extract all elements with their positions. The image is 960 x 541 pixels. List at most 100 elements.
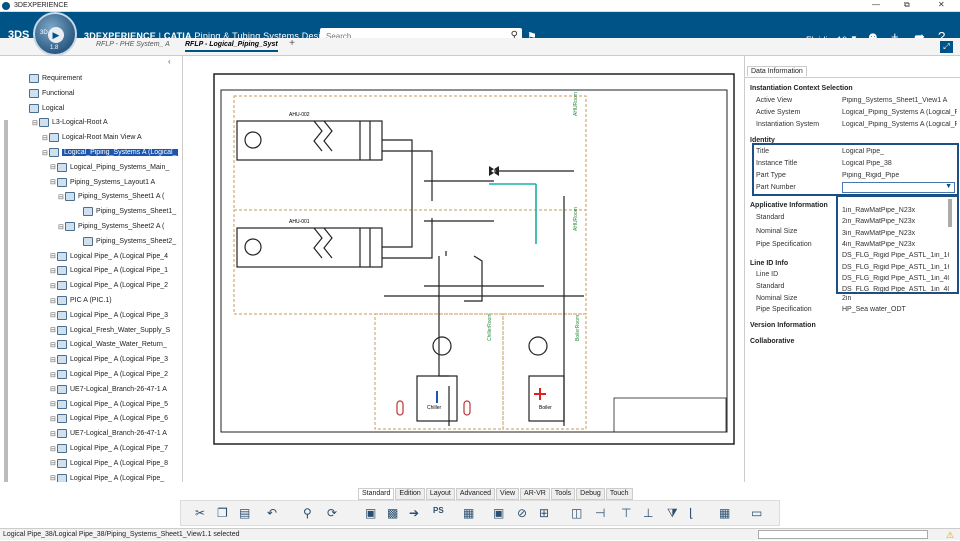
- expand-toggle-icon[interactable]: ⊟: [32, 119, 38, 127]
- expand-toggle-icon[interactable]: ⊟: [50, 327, 56, 335]
- grid-icon[interactable]: ▦: [463, 506, 475, 520]
- tab-phe-system[interactable]: RFLP - PHE System_ A: [96, 41, 170, 48]
- matrix-icon[interactable]: ▦: [719, 506, 731, 520]
- minimize-button[interactable]: —: [872, 0, 880, 9]
- section-identity[interactable]: Identity: [750, 137, 775, 144]
- undo-icon[interactable]: ↶: [267, 506, 278, 520]
- chevron-down-icon[interactable]: ▼: [945, 183, 952, 190]
- new-tab-button[interactable]: +: [289, 38, 295, 49]
- ps-icon[interactable]: PS: [433, 506, 444, 515]
- section-tab[interactable]: Advanced: [455, 488, 495, 500]
- expand-toggle-icon[interactable]: ⊟: [50, 179, 56, 187]
- tree-node[interactable]: Logical: [22, 102, 64, 115]
- section-applicative[interactable]: Applicative Information: [750, 202, 828, 209]
- expand-icon[interactable]: ⤢: [940, 41, 953, 53]
- restore-button[interactable]: ⧉: [904, 0, 910, 9]
- compass-widget[interactable]: 3D ▶ 1.8: [33, 12, 77, 56]
- expand-toggle-icon[interactable]: ⊟: [50, 341, 56, 349]
- tree-node[interactable]: Requirement: [22, 72, 82, 85]
- section-version[interactable]: Version Information: [750, 322, 816, 329]
- section-instantiation[interactable]: Instantiation Context Selection: [750, 85, 853, 92]
- expand-toggle-icon[interactable]: ⊟: [50, 282, 56, 290]
- expand-toggle-icon[interactable]: ⊟: [50, 445, 56, 453]
- options-scrollbar[interactable]: [948, 199, 952, 227]
- bend-icon[interactable]: ⌊: [689, 506, 694, 520]
- tree-node[interactable]: ⊟Logical Pipe_ A (Logical Pipe_5: [50, 398, 168, 411]
- package-icon[interactable]: ▭: [751, 506, 763, 520]
- tree-node[interactable]: ⊟Logical Pipe_ A (Logical Pipe_2: [50, 279, 168, 292]
- expand-toggle-icon[interactable]: ⊟: [50, 460, 56, 468]
- expand-toggle-icon[interactable]: ⊟: [58, 223, 64, 231]
- tree-node[interactable]: ⊟Logical Pipe_ A (Logical Pipe_: [50, 472, 164, 482]
- tree-node[interactable]: Functional: [22, 87, 74, 100]
- refresh-icon[interactable]: ⟳: [327, 506, 338, 520]
- add-icon[interactable]: +: [891, 29, 899, 44]
- expand-toggle-icon[interactable]: ⊟: [50, 267, 56, 275]
- expand-toggle-icon[interactable]: ⊟: [58, 193, 64, 201]
- section-tab[interactable]: Debug: [576, 488, 605, 500]
- dropdown-option[interactable]: 3in_RawMatPipe_N23x: [842, 229, 916, 237]
- section-tab[interactable]: Touch: [605, 488, 633, 500]
- drawing-canvas[interactable]: AHU-002 AHU-001 AHURoom AHURoom ChillerR…: [184, 56, 743, 482]
- tree-node[interactable]: ⊟Piping_Systems_Sheet1 A (: [58, 190, 164, 203]
- section-tab[interactable]: AR-VR: [520, 488, 550, 500]
- tree-node[interactable]: ⊟Logical Pipe_ A (Logical Pipe_3: [50, 309, 168, 322]
- tree-node[interactable]: ⊟Logical Pipe_ A (Logical Pipe_7: [50, 442, 168, 455]
- tree-node[interactable]: ⊟Logical_Piping_Systems_Main_: [50, 161, 169, 174]
- instance-title-value[interactable]: Logical Pipe_38: [842, 160, 892, 167]
- move-icon[interactable]: ▩: [387, 506, 399, 520]
- tree-scrollbar[interactable]: [4, 120, 8, 482]
- insert-icon[interactable]: ▣: [365, 506, 377, 520]
- tree-node[interactable]: ⊟Logical_Fresh_Water_Supply_S: [50, 324, 170, 337]
- expand-toggle-icon[interactable]: ⊟: [50, 312, 56, 320]
- search-icon[interactable]: ⚲: [510, 30, 518, 41]
- expand-toggle-icon[interactable]: ⊟: [42, 134, 48, 142]
- paste-icon[interactable]: ▤: [239, 506, 251, 520]
- zoom-icon[interactable]: ⚲: [303, 506, 312, 520]
- expand-toggle-icon[interactable]: ⊟: [42, 149, 48, 157]
- tree-collapse-arrow[interactable]: ‹: [168, 57, 171, 66]
- expand-toggle-icon[interactable]: ⊟: [50, 371, 56, 379]
- branch-icon[interactable]: ⊞: [539, 506, 550, 520]
- tree-node[interactable]: ⊟Piping_Systems_Layout1 A: [50, 176, 155, 189]
- dropdown-option[interactable]: DS_FLG_Rigid Pipe_ASTL_1in_40_4...: [842, 274, 949, 282]
- panel-tab-data-information[interactable]: Data Information: [747, 66, 807, 76]
- section-tab[interactable]: Layout: [425, 488, 455, 500]
- table-icon[interactable]: ▣: [493, 506, 505, 520]
- dropdown-option[interactable]: 2in_RawMatPipe_N23x: [842, 218, 916, 226]
- tree-node[interactable]: ⊟Logical_Waste_Water_Return_: [50, 338, 167, 351]
- tree-node[interactable]: ⊟L3-Logical-Root A: [32, 116, 108, 129]
- command-input[interactable]: [758, 530, 928, 539]
- dropdown-option[interactable]: DS_FLG_Rigid Pipe_ASTL_1in_160_...: [842, 252, 949, 260]
- copy-icon[interactable]: ❐: [217, 506, 228, 520]
- section-tab[interactable]: Edition: [395, 488, 425, 500]
- section-tab[interactable]: View: [496, 488, 520, 500]
- warning-icon[interactable]: ⚠: [946, 530, 955, 540]
- dropdown-option[interactable]: DS_FLG_Rigid Pipe_ASTL_1in_160_...: [842, 263, 949, 271]
- part-number-dropdown[interactable]: ▼: [842, 182, 955, 193]
- tree-node[interactable]: ⊟Logical Pipe_ A (Logical Pipe_3: [50, 353, 168, 366]
- close-button[interactable]: ✕: [938, 0, 945, 9]
- dropdown-option[interactable]: 4in_RawMatPipe_N23x: [842, 240, 916, 248]
- connect-icon[interactable]: ⊣: [595, 506, 606, 520]
- expand-toggle-icon[interactable]: ⊟: [50, 297, 56, 305]
- expand-toggle-icon[interactable]: ⊟: [50, 164, 56, 172]
- section-line-id[interactable]: Line ID Info: [750, 260, 789, 267]
- expand-toggle-icon[interactable]: ⊟: [50, 475, 56, 482]
- tree-node[interactable]: ⊟Logical Pipe_ A (Logical Pipe_4: [50, 250, 168, 263]
- tree-node[interactable]: Piping_Systems_Sheet1_: [76, 205, 176, 218]
- section-collaborative[interactable]: Collaborative: [750, 338, 795, 345]
- help-icon[interactable]: ?: [938, 29, 946, 44]
- section-tab[interactable]: Tools: [550, 488, 576, 500]
- tree-node[interactable]: ⊟Logical Pipe_ A (Logical Pipe_8: [50, 457, 168, 470]
- pipe-icon[interactable]: ⊘: [517, 506, 528, 520]
- tree-node[interactable]: ⊟Logical_Piping_Systems A (Logical_: [42, 146, 179, 159]
- tab-logical-piping[interactable]: RFLP - Logical_Piping_Syst: [185, 41, 278, 52]
- title-value[interactable]: Logical Pipe_: [842, 148, 885, 155]
- tag-icon[interactable]: ⚑: [527, 31, 537, 43]
- tree-node[interactable]: ⊟Logical Pipe_ A (Logical Pipe_1: [50, 264, 168, 277]
- section-tab[interactable]: Standard: [358, 488, 395, 500]
- share-icon[interactable]: ➦: [914, 29, 925, 44]
- export-icon[interactable]: ➔: [409, 506, 420, 520]
- tree-node[interactable]: ⊟PIC A (PIC.1): [50, 294, 112, 307]
